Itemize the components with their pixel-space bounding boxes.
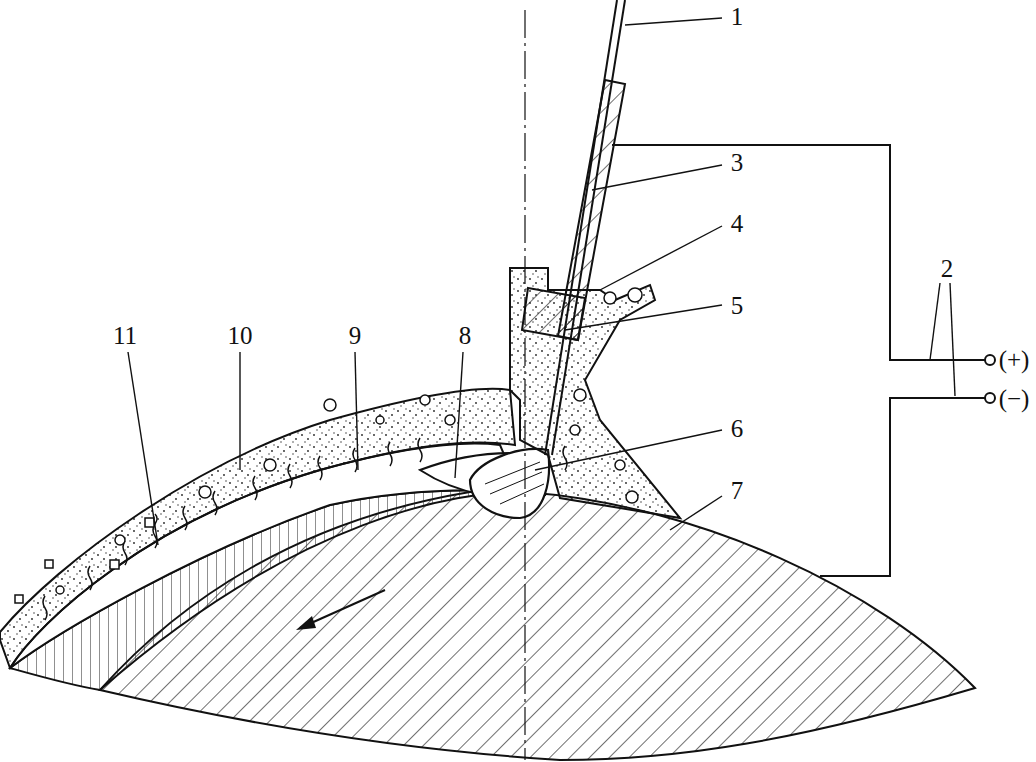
callout-number: 8 xyxy=(457,323,474,348)
callout-number: 11 xyxy=(111,323,139,348)
callout-number: (+) xyxy=(997,347,1032,372)
callout-number: 1 xyxy=(729,4,746,29)
callout-number: 10 xyxy=(226,323,255,348)
callout-number: 9 xyxy=(347,323,364,348)
callout-number: (−) xyxy=(997,386,1032,411)
callout-number: 4 xyxy=(729,211,746,236)
callout-number: 2 xyxy=(939,256,956,281)
callout-number: 3 xyxy=(729,150,746,175)
callout-number: 5 xyxy=(729,293,746,318)
callout-number: 6 xyxy=(729,416,746,441)
callout-number: 7 xyxy=(729,478,746,503)
